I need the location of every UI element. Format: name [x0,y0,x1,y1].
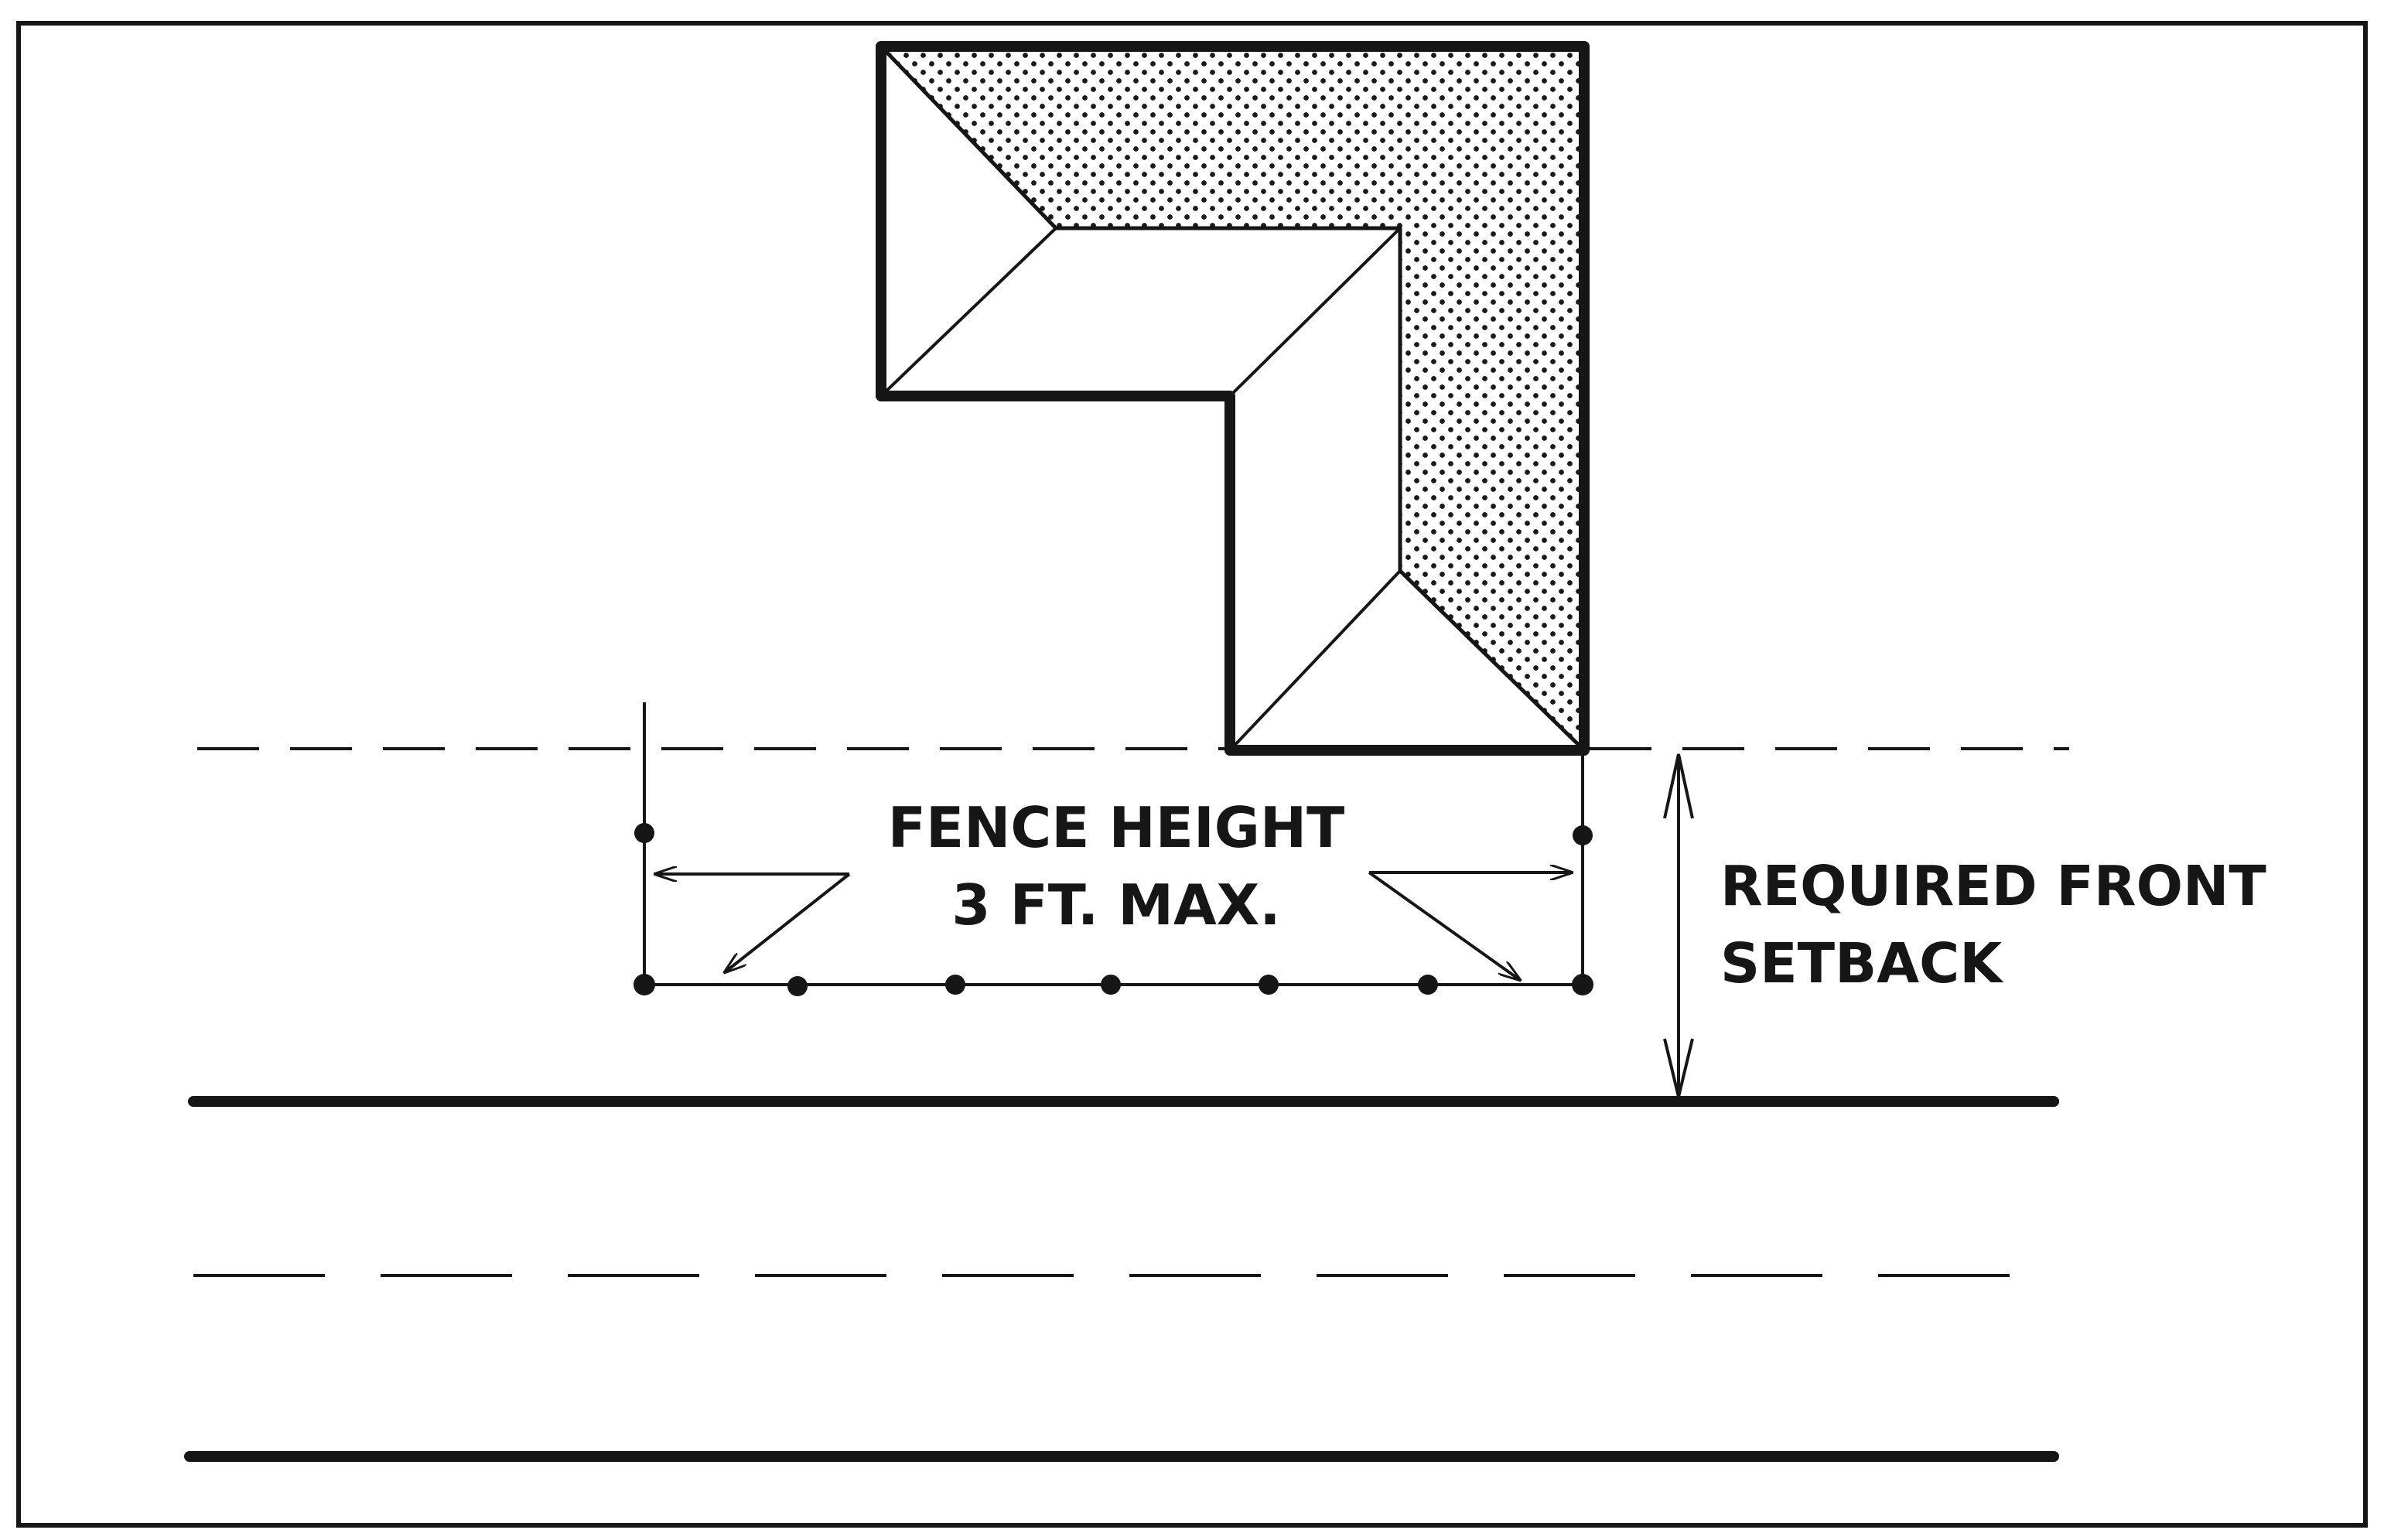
setback-dimension [1663,753,1694,1098]
leader-arrow-left-lower [725,872,851,972]
fence-post [1418,975,1438,995]
fence-posts [634,823,1593,996]
fence-post [1572,974,1593,995]
setback-label-line1: REQUIRED FRONT [1720,854,2266,918]
fence-enclosure [634,702,1593,996]
leader-arrow-right-lower [1368,871,1520,980]
fence-post [787,976,808,996]
setback-label-line2: SETBACK [1720,931,2004,995]
fence-post [634,823,654,843]
fence-post [945,975,965,995]
fence-post [1573,825,1593,845]
diagram-frame [16,21,2368,1528]
street [184,1096,2059,1462]
roof-valley-line [879,227,1057,398]
building-roof-plan [876,41,1590,756]
fence-post [1101,975,1121,995]
fence-post [634,974,655,995]
fence-height-label: FENCE HEIGHT [888,795,1344,860]
dimension-arrow-up [1663,753,1694,819]
roof-valley-line [1228,569,1402,752]
roof-valley-line [1228,227,1402,398]
roof-shaded-face [881,46,1584,750]
fence-max-label: 3 FT. MAX. [951,872,1280,937]
fence-post [1259,975,1279,995]
